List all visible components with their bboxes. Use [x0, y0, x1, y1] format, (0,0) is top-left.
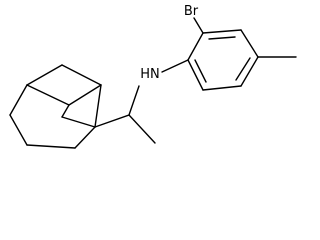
- bond: [26, 64, 63, 86]
- bond: [26, 84, 70, 106]
- bond: [193, 17, 204, 34]
- benzene-ring: [187, 29, 259, 91]
- bond: [240, 29, 259, 58]
- bond: [61, 104, 70, 118]
- bond: [187, 32, 204, 61]
- bond: [94, 84, 102, 128]
- bond: [187, 59, 204, 91]
- bond: [61, 64, 102, 86]
- bond: [61, 116, 96, 128]
- atom-label-amine: HN: [140, 67, 160, 82]
- atom-label-bromine: Br: [184, 4, 199, 19]
- bond: [9, 114, 28, 146]
- bond: [240, 56, 259, 87]
- bond: [235, 57, 251, 81]
- bond: [161, 59, 189, 73]
- adamantane-cage: [9, 64, 102, 149]
- bond: [74, 126, 96, 149]
- bond: [128, 85, 140, 116]
- molecule-structure-diagram: HN Br: [9, 4, 297, 149]
- bond: [9, 84, 28, 116]
- ethyl-linker: [94, 85, 156, 144]
- bond: [128, 114, 156, 144]
- bond: [68, 84, 102, 106]
- bond: [194, 59, 207, 83]
- bond: [202, 85, 242, 91]
- bond: [202, 29, 242, 34]
- bond: [26, 144, 76, 149]
- bond: [94, 114, 130, 128]
- bond: [208, 36, 236, 40]
